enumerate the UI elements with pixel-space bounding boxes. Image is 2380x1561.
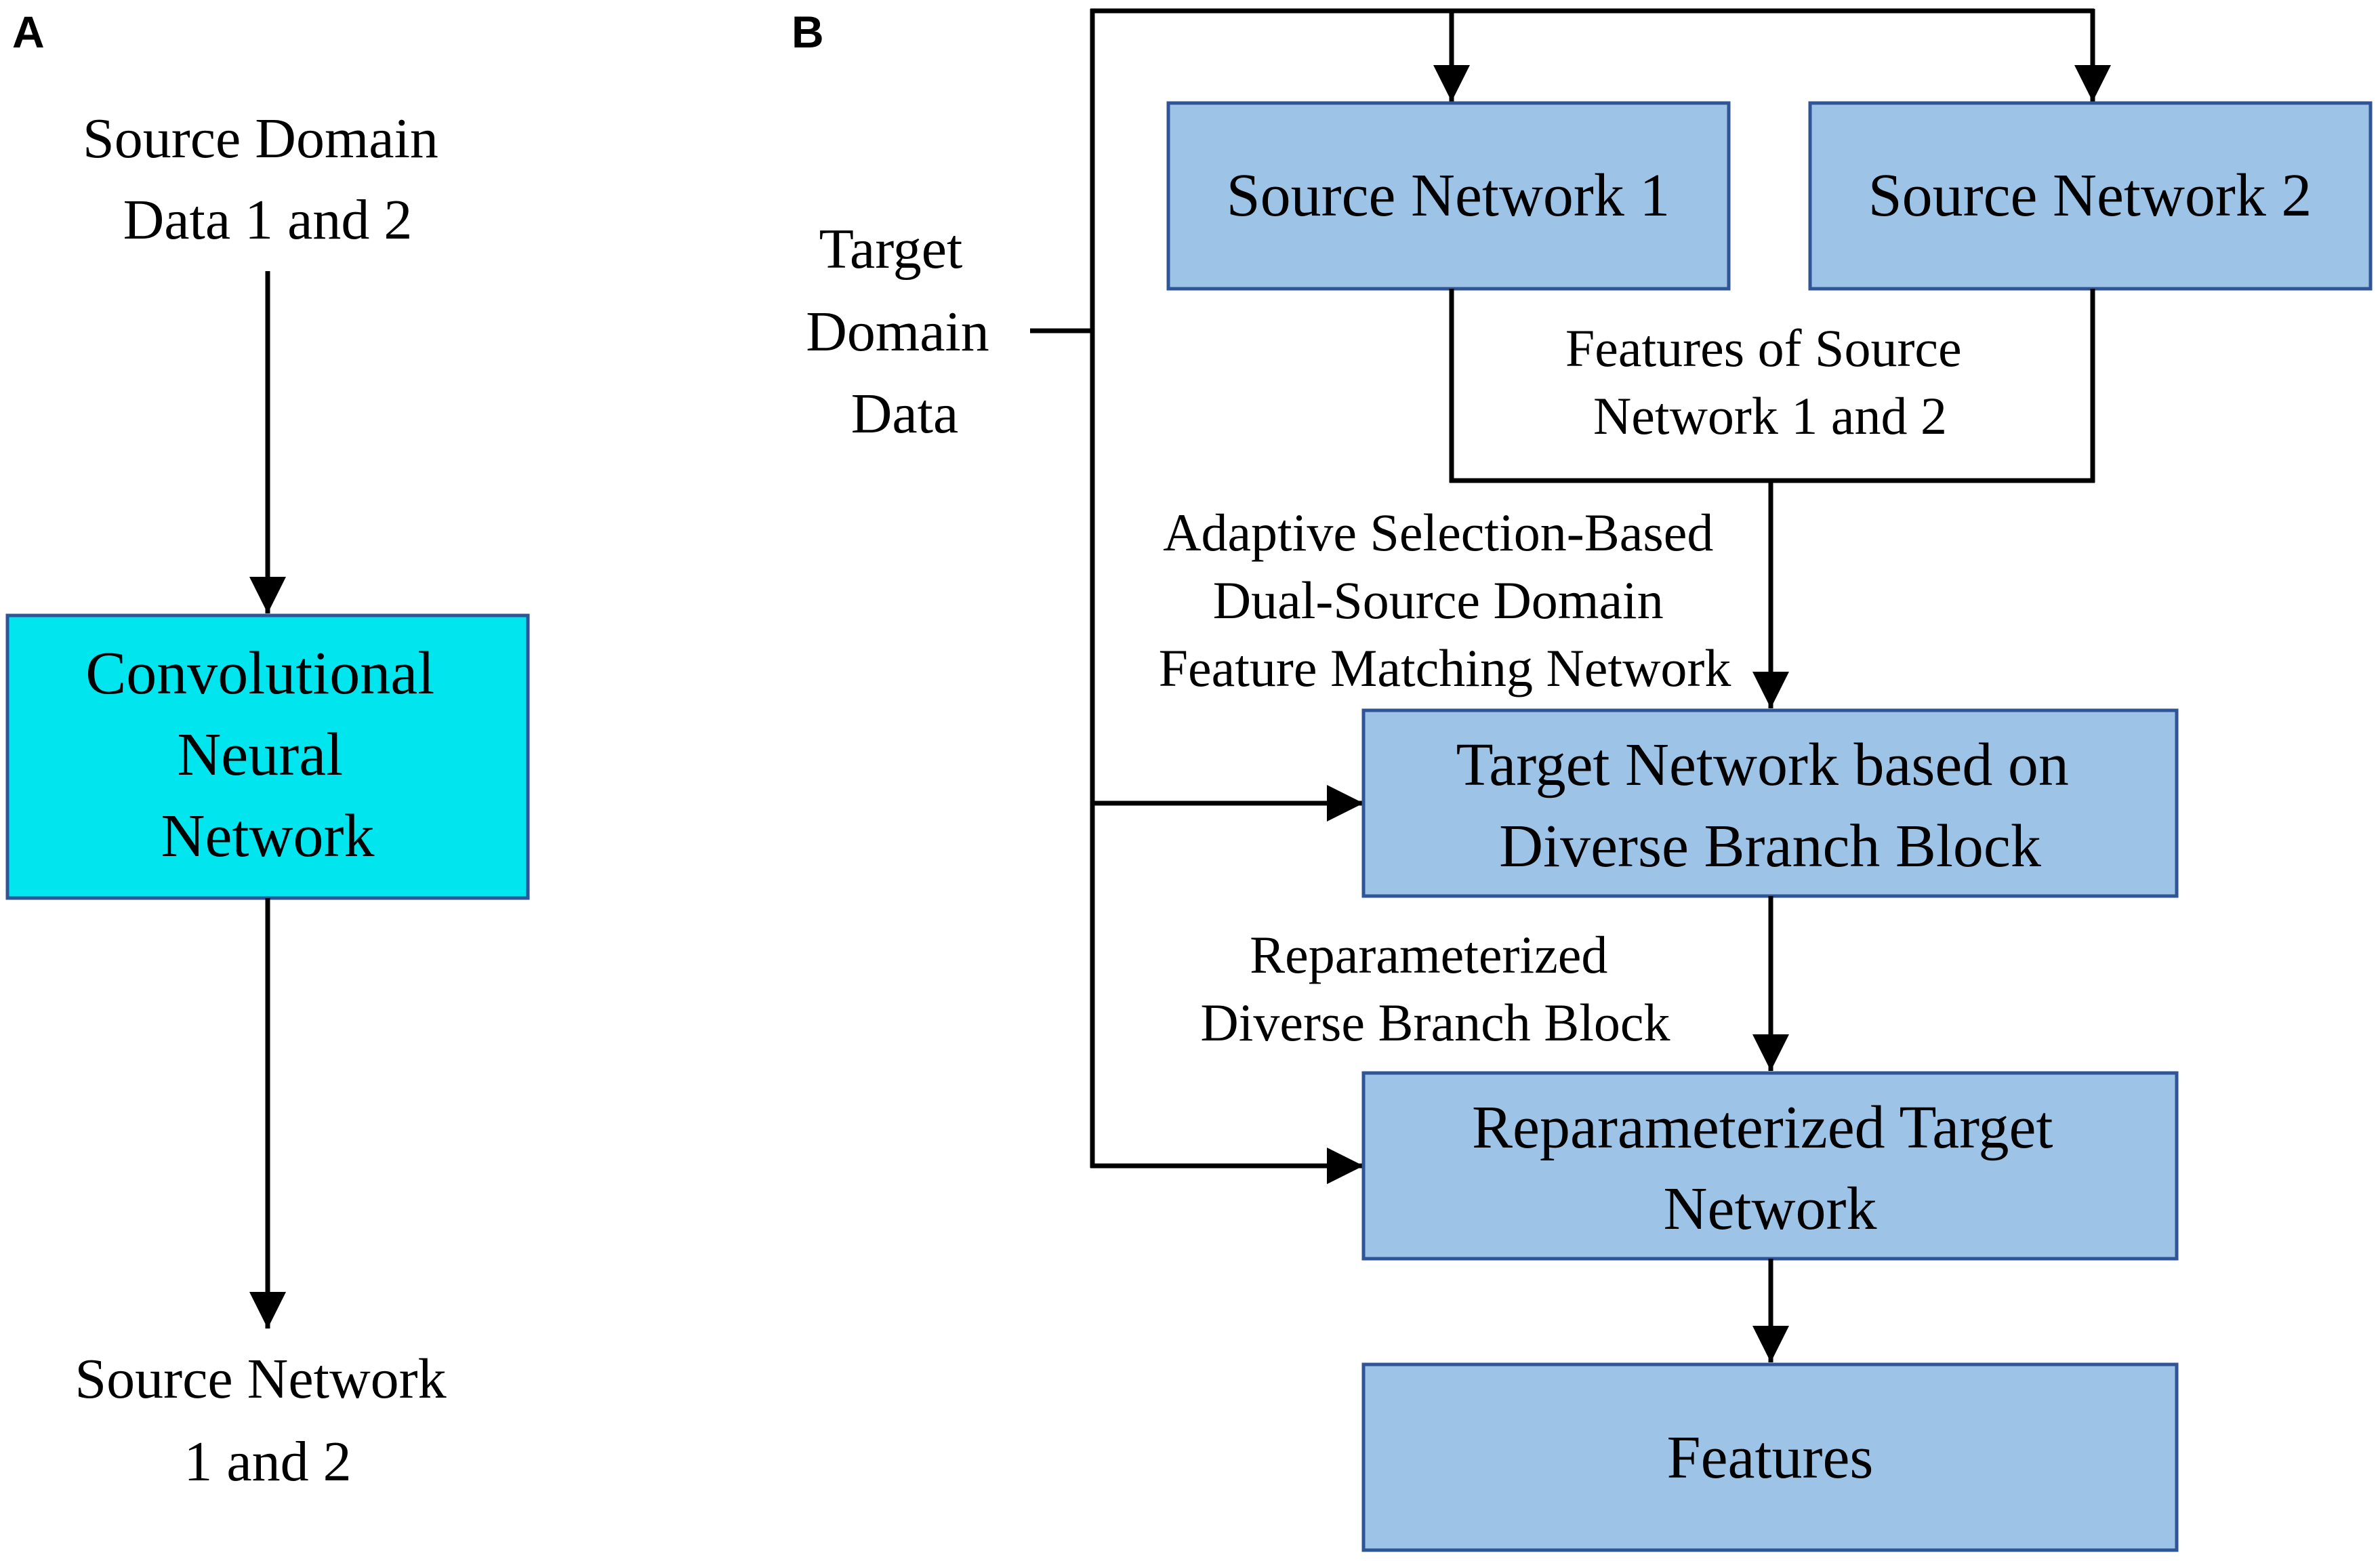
- features-box: [1361, 1362, 2179, 1552]
- source-domain-data-label: Source Domain Data 1 and 2: [83, 107, 453, 251]
- target-domain-data-label: Target Domain Data: [806, 218, 1004, 445]
- reparam-target-network-line-2: Network: [1664, 1175, 1877, 1242]
- target-network-box: [1361, 708, 2179, 898]
- cnn-line-2: Neural: [177, 721, 343, 788]
- features-of-source-line-2: Network 1 and 2: [1593, 386, 1947, 445]
- target-network-label: Target Network based on Diverse Branch B…: [1456, 731, 2085, 880]
- panel-a-label: A: [12, 7, 45, 57]
- reparam-target-network-line-1: Reparameterized Target: [1472, 1094, 2053, 1161]
- reparam-branch-line-1: Reparameterized: [1250, 925, 1607, 984]
- source-network-1-box: [1166, 101, 1731, 291]
- panel-b-label: B: [792, 7, 824, 57]
- adaptive-selection-line-3: Feature Matching Network: [1159, 638, 1731, 697]
- source-network-2-box: [1808, 101, 2373, 291]
- source-network-output-label: Source Network 1 and 2: [75, 1347, 460, 1493]
- reparam-branch-label: Reparameterized Diverse Branch Block: [1200, 925, 1670, 1052]
- source-network-output-line-2: 1 and 2: [184, 1430, 351, 1493]
- features-of-source-label: Features of Source Network 1 and 2: [1565, 319, 1975, 445]
- target-domain-data-line-1: Target: [819, 218, 963, 281]
- features-box-label: Features: [1667, 1424, 1874, 1491]
- adaptive-selection-line-2: Dual-Source Domain: [1213, 571, 1664, 630]
- target-domain-data-line-3: Data: [851, 382, 959, 445]
- features-of-source-line-1: Features of Source: [1565, 319, 1962, 378]
- target-domain-data-line-2: Domain: [806, 300, 989, 363]
- adaptive-selection-label: Adaptive Selection-Based Dual-Source Dom…: [1159, 503, 1731, 697]
- cnn-line-1: Convolutional: [85, 640, 434, 707]
- source-domain-data-line-1: Source Domain: [83, 107, 438, 170]
- reparam-branch-line-2: Diverse Branch Block: [1200, 993, 1670, 1052]
- target-network-line-2: Diverse Branch Block: [1499, 813, 2041, 880]
- cnn-box-label: Convolutional Neural Network: [85, 640, 450, 870]
- source-domain-data-line-2: Data 1 and 2: [123, 188, 413, 251]
- source-network-output-line-1: Source Network: [75, 1347, 446, 1411]
- adaptive-selection-line-1: Adaptive Selection-Based: [1163, 503, 1713, 562]
- cnn-line-3: Network: [161, 803, 375, 870]
- target-network-line-1: Target Network based on: [1456, 731, 2069, 798]
- source-network-1-label: Source Network 1: [1227, 162, 1670, 229]
- reparam-target-network-label: Reparameterized Target Network: [1472, 1094, 2068, 1242]
- source-network-2-label: Source Network 2: [1868, 162, 2312, 229]
